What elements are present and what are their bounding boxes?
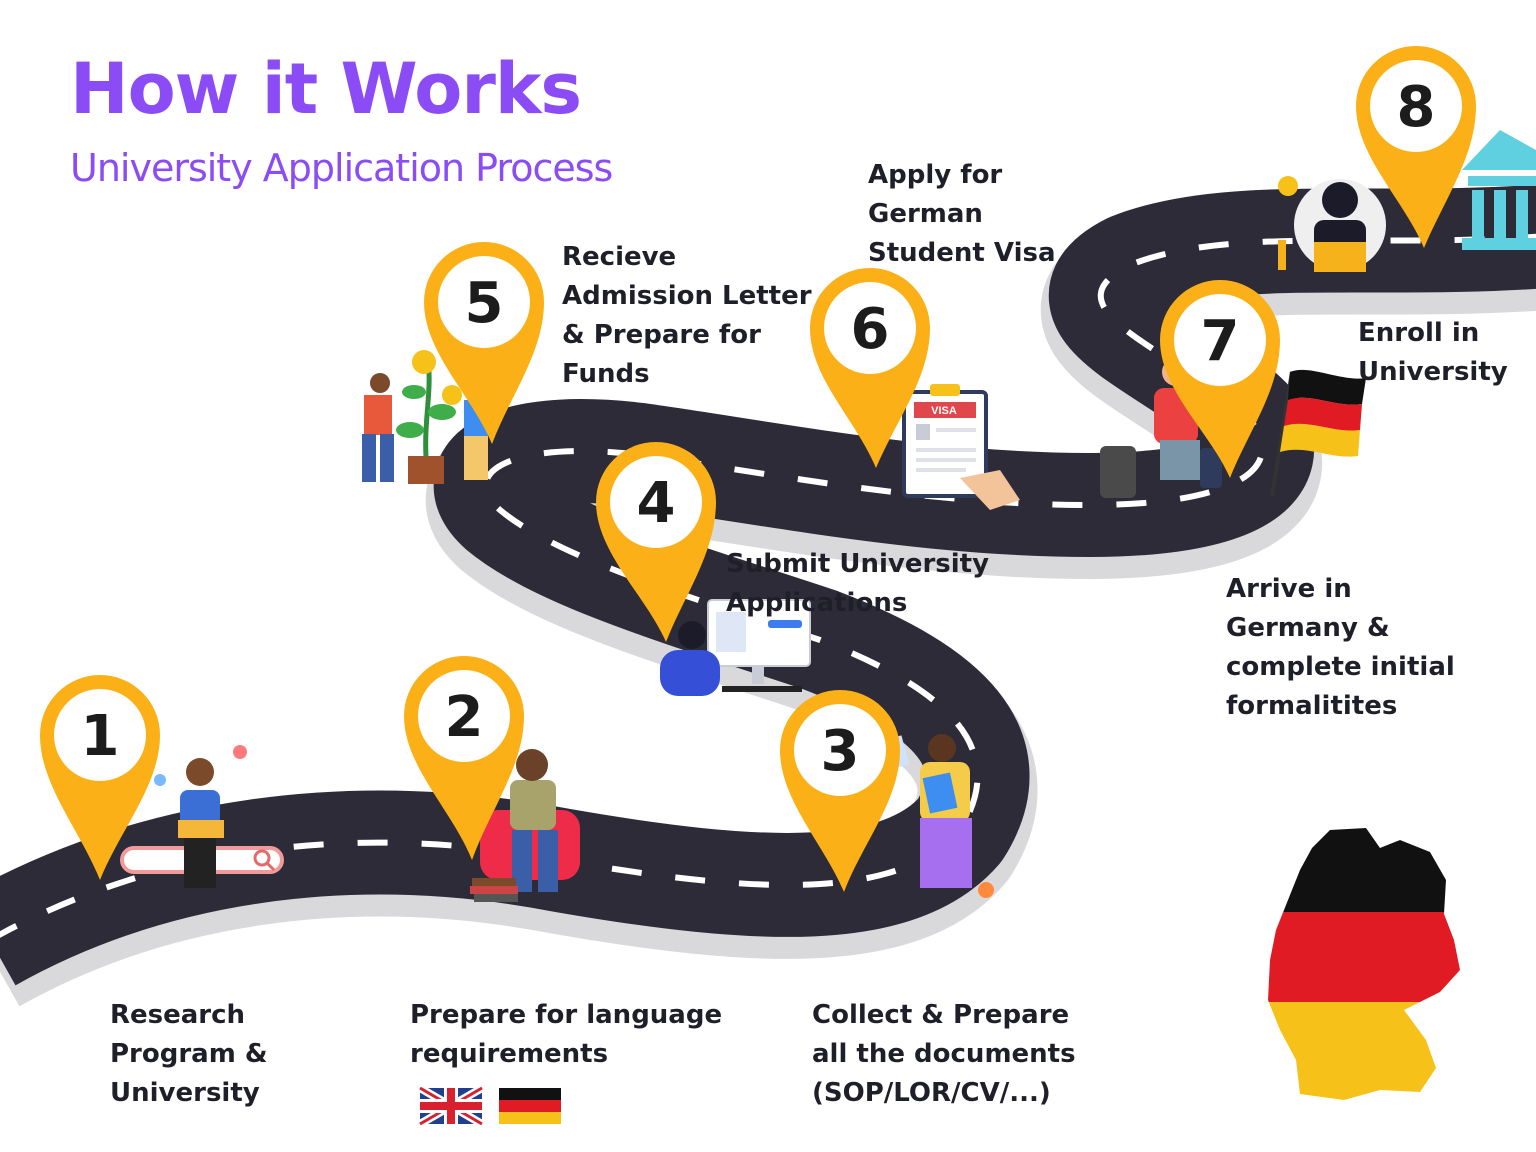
- step-1-label: Research Program & University: [110, 1000, 268, 1108]
- step-5-label: Recieve Admission Letter & Prepare for F…: [562, 242, 812, 389]
- pin-6-number: 6: [851, 297, 890, 362]
- pin-8-number: 8: [1397, 75, 1436, 140]
- step-7-label: Arrive in Germany & complete initial for…: [1226, 574, 1455, 721]
- pin-3: 3: [780, 690, 900, 892]
- winding-road: [0, 184, 1536, 1007]
- pin-1: 1: [40, 675, 160, 880]
- step-4-label: Submit University Applications: [726, 549, 990, 618]
- page-title: How it Works: [70, 48, 582, 130]
- pin-5: 5: [424, 242, 544, 444]
- pin-8: 8: [1356, 46, 1476, 248]
- step-6-label: Apply for German Student Visa: [868, 160, 1056, 268]
- pin-4-number: 4: [637, 471, 676, 536]
- uk-flag-icon: [417, 1084, 485, 1128]
- pin-3-number: 3: [821, 719, 860, 784]
- visa-label: VISA: [931, 405, 957, 417]
- page-subtitle: University Application Process: [70, 146, 613, 190]
- traveler-illustration: [1100, 358, 1366, 498]
- enroll-illustration: [1278, 130, 1536, 272]
- pin-2: 2: [404, 656, 524, 860]
- step-3-label: Collect & Prepare all the documents (SOP…: [812, 1000, 1076, 1108]
- step-8-label: Enroll in University: [1358, 318, 1508, 387]
- pin-7: 7: [1160, 280, 1280, 478]
- germany-flag-icon: [499, 1088, 561, 1124]
- pin-7-number: 7: [1201, 309, 1240, 374]
- pin-1-number: 1: [81, 704, 120, 769]
- pin-6: 6: [810, 268, 930, 468]
- germany-map: [1268, 828, 1460, 1100]
- research-illustration: [120, 745, 284, 888]
- pin-2-number: 2: [445, 685, 484, 750]
- visa-clipboard-illustration: [902, 384, 1020, 510]
- language-study-illustration: [470, 749, 580, 902]
- submit-application-illustration: [660, 599, 811, 696]
- step-2-label: Prepare for language requirements: [410, 1000, 723, 1069]
- pin-4: 4: [596, 442, 716, 642]
- pin-5-number: 5: [465, 271, 504, 336]
